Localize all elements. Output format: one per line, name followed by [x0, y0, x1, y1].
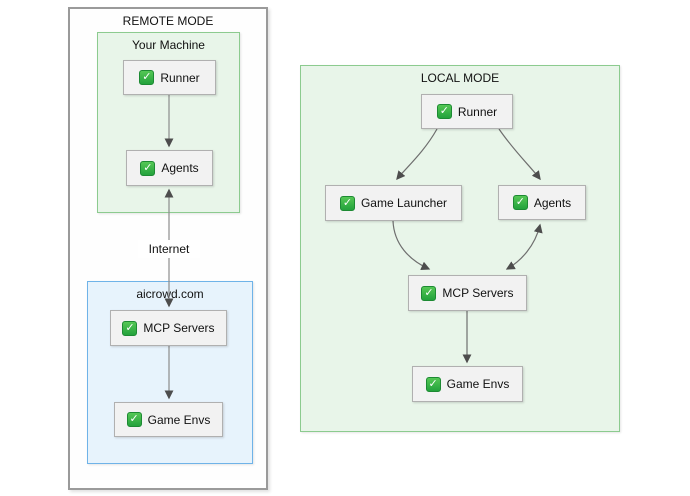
check-icon: ✓ [512, 195, 528, 210]
node-label: Game Launcher [360, 196, 448, 210]
check-icon: ✓ [436, 104, 452, 119]
remote-mode-title: REMOTE MODE [122, 14, 214, 28]
node-label: Game Envs [147, 412, 211, 427]
check-icon: ✓ [126, 412, 142, 427]
node-label: MCP Servers [442, 286, 514, 300]
internet-label: Internet [138, 240, 200, 258]
check-icon: ✓ [339, 195, 355, 211]
node-agents-remote: ✓ Agents [126, 150, 213, 186]
node-mcp-servers-remote: ✓ MCP Servers [110, 310, 227, 346]
node-label: Runner [457, 104, 498, 119]
node-label: MCP Servers [143, 321, 215, 335]
check-icon: ✓ [421, 285, 437, 301]
node-label: Agents [161, 161, 199, 175]
aicrowd-title: aicrowd.com [136, 287, 204, 301]
node-game-launcher-local: ✓ Game Launcher [325, 185, 462, 221]
node-mcp-servers-local: ✓ MCP Servers [408, 275, 527, 311]
node-label: Game Envs [446, 377, 510, 391]
your-machine-title: Your Machine [132, 38, 205, 52]
check-icon: ✓ [140, 160, 156, 176]
local-mode-title: LOCAL MODE [420, 71, 500, 85]
node-label: Runner [160, 70, 200, 85]
node-game-envs-local: ✓ Game Envs [412, 366, 523, 402]
check-icon: ✓ [425, 376, 441, 392]
node-runner-remote: ✓ Runner [123, 60, 216, 95]
node-runner-local: ✓ Runner [421, 94, 513, 129]
node-game-envs-remote: ✓ Game Envs [114, 402, 223, 437]
check-icon: ✓ [122, 320, 138, 336]
node-label: Agents [533, 195, 572, 210]
node-agents-local: ✓ Agents [498, 185, 586, 220]
check-icon: ✓ [139, 70, 155, 85]
